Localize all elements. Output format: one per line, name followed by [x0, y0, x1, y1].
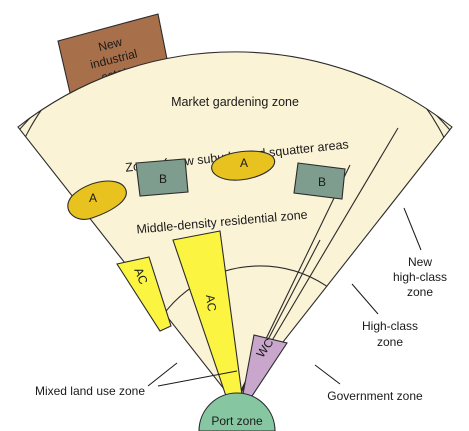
- callout-mixed-land-use-left: [147, 362, 178, 387]
- label-line: New: [97, 35, 124, 54]
- label-line: New: [408, 255, 432, 269]
- market-gardening-zone-label: Market gardening zone: [171, 95, 299, 109]
- squatter-area-a-left-label: A: [89, 191, 97, 205]
- callout-new-high-class: [403, 207, 422, 251]
- label-line: zone: [377, 335, 403, 349]
- high-class-zone-label: High-class zone: [362, 319, 418, 349]
- suburb-b-right: [293, 162, 346, 200]
- squatter-area-a-right: [211, 150, 275, 181]
- port-zone: [198, 392, 276, 431]
- commercial-zone-ac-left-label: AC: [131, 266, 150, 287]
- city-sector: [17, 51, 453, 404]
- ring-boundary-suburbs: [18, 51, 452, 244]
- squatter-area-a-right-label: A: [240, 156, 248, 170]
- suburb-b-left: [135, 158, 189, 197]
- label-line: high-class: [393, 270, 447, 284]
- callout-high-class: [351, 283, 379, 315]
- mixed-land-use-zone-label: Mixed land use zone: [35, 384, 145, 398]
- commercial-zone-ac-center-label: AC: [203, 294, 219, 313]
- label-line: zone: [407, 285, 433, 299]
- commercial-zone-ac-left: [116, 256, 172, 332]
- suburb-b-left-label: B: [159, 172, 167, 186]
- squatter-area-a-left: [67, 180, 127, 220]
- port-zone-label: Port zone: [211, 414, 263, 428]
- suburb-b-right-label: B: [318, 175, 326, 189]
- callout-mixed-land-use-right: [157, 370, 238, 387]
- label-line: High-class: [362, 319, 418, 333]
- callout-government: [314, 364, 341, 385]
- government-zone-label: Government zone: [327, 389, 423, 403]
